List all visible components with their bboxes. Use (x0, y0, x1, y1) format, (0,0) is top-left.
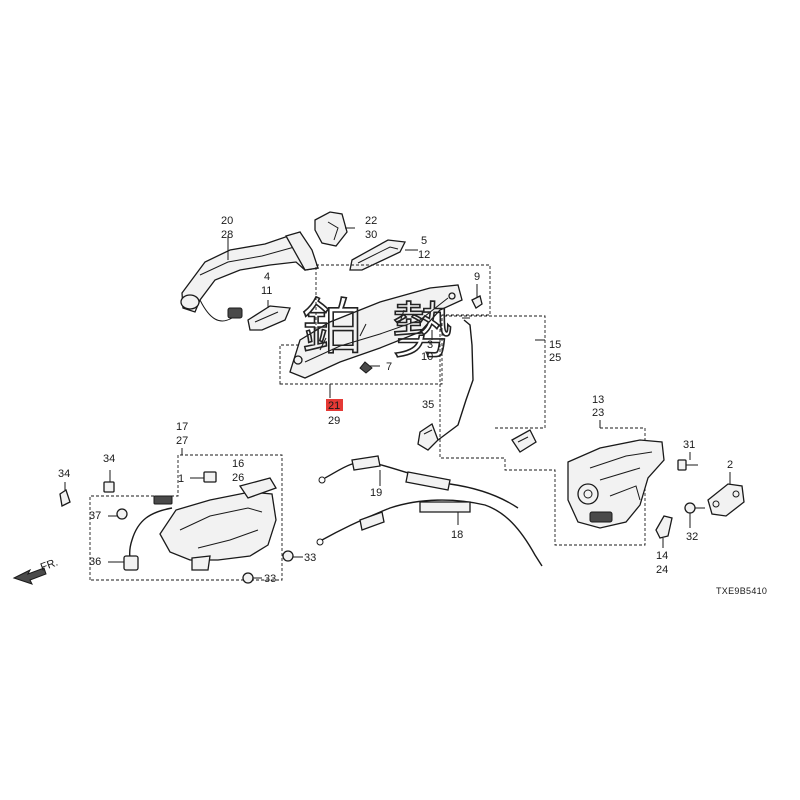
callout-35: 35 (422, 399, 434, 411)
handle-seal (247, 305, 291, 331)
callout-14: 14 (656, 550, 668, 562)
clip-small (103, 470, 115, 493)
inner-handle-box (89, 454, 283, 581)
inner-handle-switch (190, 471, 217, 483)
rod-clip (417, 423, 439, 451)
handle-base (289, 284, 463, 379)
callout-16: 16 (232, 458, 244, 470)
outer-handle (180, 231, 320, 313)
callout-30: 30 (365, 229, 377, 241)
striker-bolt (684, 502, 705, 514)
callout-34: 34 (58, 468, 70, 480)
screws-33 (242, 550, 303, 584)
callout-36: 36 (89, 556, 101, 568)
callout-29: 29 (328, 415, 340, 427)
door-striker (707, 483, 745, 517)
callout-13: 13 (592, 394, 604, 406)
callout-22: 22 (365, 215, 377, 227)
callout-3: 3 (427, 339, 433, 351)
actuator-rod (437, 319, 474, 441)
callout-18: 18 (451, 529, 463, 541)
callout-32: 32 (686, 531, 698, 543)
callout-37: 37 (89, 510, 101, 522)
callout-26: 26 (232, 472, 244, 484)
callout-7: 7 (386, 361, 392, 373)
handle-gasket (349, 239, 406, 271)
callout-27: 27 (176, 435, 188, 447)
latch-grommet (655, 515, 673, 539)
callout-1: 1 (178, 473, 184, 485)
callout-25: 25 (549, 352, 561, 364)
callout-15: 15 (549, 339, 561, 351)
latch-screw (677, 459, 698, 471)
clip-37 (108, 508, 128, 520)
callout-19: 19 (370, 487, 382, 499)
callout-21-highlight (326, 399, 343, 411)
watermark-char-2: 勢 (392, 297, 452, 367)
watermark-char-1: 鉑 (302, 293, 362, 363)
callout-11: 11 (261, 285, 272, 297)
screw-9 (471, 284, 483, 309)
cable-19 (318, 455, 519, 509)
callout-21: 21 (328, 400, 340, 412)
latch-bracket (511, 429, 537, 453)
callout-24: 24 (656, 564, 668, 576)
callout-2: 2 (727, 459, 733, 471)
diagram-code: TXE9B5410 (716, 586, 767, 596)
clip-34 (59, 482, 71, 507)
callout-5: 5 (421, 235, 427, 247)
direction-label: FR. (39, 556, 60, 573)
cable-18 (316, 499, 543, 567)
callout-10: 10 (421, 351, 433, 363)
latch-assembly (567, 439, 665, 529)
callout-31: 31 (683, 439, 695, 451)
callout-34-alt: 34 (103, 453, 115, 465)
callout-17: 17 (176, 421, 188, 433)
inner-handle (159, 477, 277, 571)
callout-33-upper: 33 (304, 552, 316, 564)
callout-12: 12 (418, 249, 430, 261)
callout-4: 4 (264, 271, 270, 283)
handle-connector (227, 307, 243, 319)
front-arrow (12, 567, 47, 585)
callout-28: 28 (221, 229, 233, 241)
callout-9: 9 (474, 271, 480, 283)
callout-20: 20 (221, 215, 233, 227)
callout-33-lower: 33 (264, 573, 276, 585)
handle-base-box (279, 264, 491, 385)
latch-box (439, 315, 646, 546)
callout-23: 23 (592, 407, 604, 419)
handle-cover (314, 211, 348, 247)
